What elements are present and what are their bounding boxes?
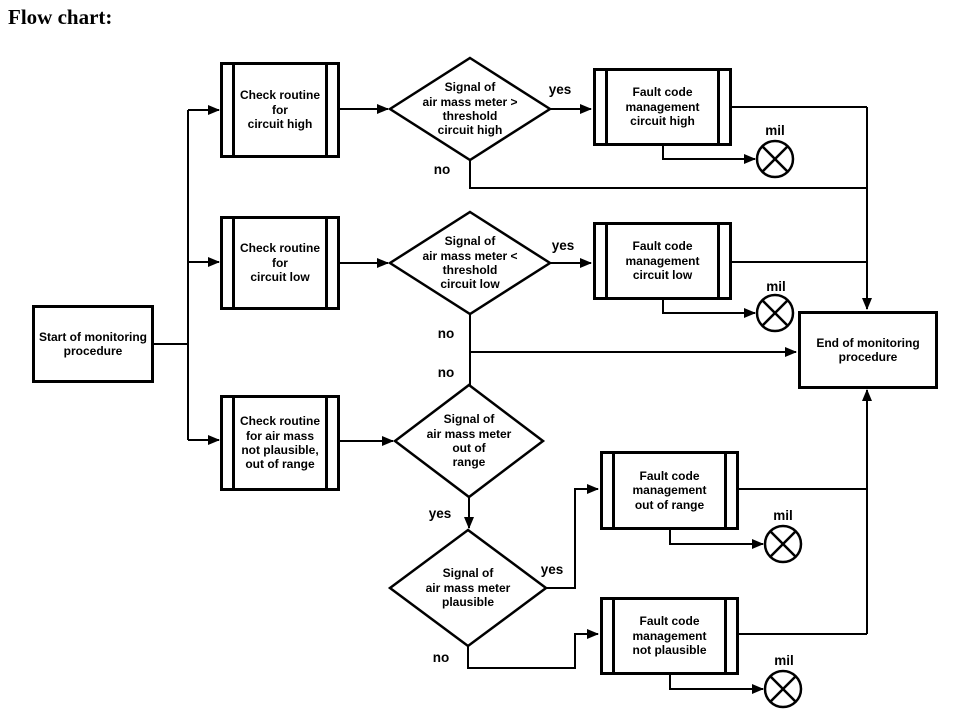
mil-label-out-of-range: mil	[773, 508, 793, 523]
mil-indicator-icon	[763, 524, 803, 564]
mil-indicator-icon	[763, 669, 803, 709]
node-fault-circuit-high: Fault code management circuit high	[593, 68, 732, 146]
edge-label-no-circuit-high: no	[433, 162, 451, 177]
node-fault-circuit-low: Fault code management circuit low	[593, 222, 732, 300]
edge-label-yes-circuit-low: yes	[551, 238, 575, 253]
decision-label-plausible: Signal of air mass meter plausible	[425, 566, 511, 610]
mil-indicator-icon	[755, 293, 795, 333]
decision-label-circuit-low: Signal of air mass meter < threshold cir…	[422, 234, 518, 292]
edge-label-yes-out-of-range: yes	[428, 506, 452, 521]
mil-indicator-icon	[755, 139, 795, 179]
decision-diamond-plausible	[387, 528, 549, 648]
node-check-circuit-low: Check routine for circuit low	[220, 216, 340, 310]
decision-diamond-circuit-high	[387, 56, 553, 162]
edge-yes-plausible	[546, 484, 599, 589]
mil-label-circuit-low: mil	[766, 279, 786, 294]
node-check-circuit-high: Check routine for circuit high	[220, 62, 340, 158]
edge-fault-circuit-low-to-mil	[662, 295, 756, 318]
decision-label-out-of-range: Signal of air mass meter out of range	[426, 412, 512, 470]
edge-no-plausible	[467, 629, 599, 669]
edge-label-no-circuit-low: no	[437, 326, 455, 341]
node-fault-out-of-range: Fault code management out of range	[600, 451, 739, 530]
page-title: Flow chart:	[8, 5, 113, 29]
mil-label-not-plausible: mil	[774, 653, 794, 668]
edge-label-yes-circuit-high: yes	[548, 82, 572, 97]
mil-label-circuit-high: mil	[765, 123, 785, 138]
edge-fault-out-of-range-to-mil	[669, 525, 764, 549]
node-end: End of monitoring procedure	[798, 311, 938, 389]
node-fault-not-plausible: Fault code management not plausible	[600, 597, 739, 675]
edge-label-no-out-of-range: no	[437, 365, 455, 380]
node-check-plausibility: Check routine for air mass not plausible…	[220, 395, 340, 491]
edge-fault-circuit-high-to-mil	[662, 141, 756, 164]
edge-fault-not-plausible-to-mil	[669, 670, 764, 694]
decision-diamond-out-of-range	[392, 383, 546, 499]
decision-label-circuit-high: Signal of air mass meter > threshold cir…	[422, 80, 518, 138]
edge-no-circuit-high	[469, 160, 867, 189]
edge-label-no-plausible: no	[432, 650, 450, 665]
decision-diamond-circuit-low	[387, 210, 553, 316]
edge-label-yes-plausible: yes	[540, 562, 564, 577]
node-start: Start of monitoring procedure	[32, 305, 154, 383]
